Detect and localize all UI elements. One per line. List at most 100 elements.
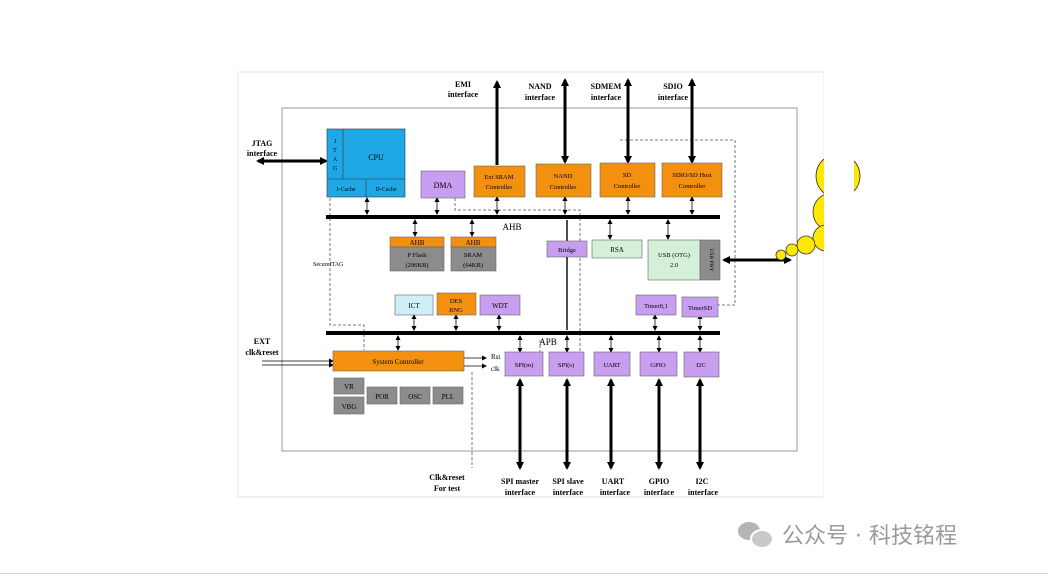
watermark: 公众号 · 科技铭程	[738, 518, 957, 550]
nand-line2: interface	[525, 93, 556, 102]
external-labels: EMI interface NAND interface SDMEM inter…	[245, 80, 718, 497]
spi-master-block: SPI(m)	[504, 351, 544, 377]
spis-if-line2: interface	[553, 488, 584, 497]
bottom-interface-arrows	[516, 378, 704, 470]
sram-size: (64KB)	[463, 262, 483, 269]
cpu-jtag-t: T	[333, 148, 337, 154]
top-interface-arrows	[493, 78, 696, 165]
sdio-line1: SDIO	[663, 82, 683, 91]
por-label: POR	[375, 393, 389, 401]
osc-label: OSC	[408, 393, 422, 401]
timersd-block: TimerSD	[681, 296, 719, 318]
apb-bus	[326, 331, 720, 335]
gpio-if-line1: GPIO	[649, 477, 669, 486]
dma-block: DMA	[420, 170, 466, 199]
sram-name: SRAM	[464, 252, 483, 259]
timersd-label: TimerSD	[688, 305, 712, 312]
bridge-block: Bridge	[546, 240, 588, 258]
securejtag-label: SecureJTAG	[313, 262, 344, 268]
emi-line2: interface	[448, 90, 479, 99]
system-controller-block: System Controller	[332, 350, 465, 372]
uart-if-line1: UART	[602, 477, 625, 486]
pflash-ahb: AHB	[410, 239, 425, 247]
analog-blocks: VR VBG POR OSC PLL	[333, 377, 464, 415]
chip-boundary	[281, 107, 798, 452]
pflash-size: (296KB)	[405, 262, 428, 269]
usb-phy-label: USB PHY	[708, 248, 714, 271]
wechat-icon	[738, 520, 774, 549]
pll-label: PLL	[442, 393, 454, 401]
nand-controller: NAND Controller	[535, 163, 592, 198]
sram-ahb: AHB	[466, 239, 481, 247]
ext-line1: EXT	[254, 337, 271, 346]
cpu-label: CPU	[368, 153, 384, 162]
uart-if-line2: interface	[600, 488, 631, 497]
dcache-label: D-Cache	[375, 187, 397, 193]
cpu-jtag-a: A	[333, 157, 338, 163]
uart-label: UART	[603, 362, 620, 369]
sdmem-line1: SDMEM	[591, 82, 622, 91]
cpu-jtag-g: G	[333, 166, 338, 172]
dma-label: DMA	[434, 181, 453, 190]
vbg-label: VBG	[342, 403, 357, 411]
pflash-block: AHB P Flash (296KB)	[389, 236, 445, 272]
ahb-bus	[326, 215, 720, 219]
rsa-label: RSA	[610, 246, 624, 254]
bus-links	[364, 196, 703, 353]
usb-otg-block: USB (OTG) 2.0 USB PHY	[647, 239, 721, 281]
sdio-line2: interface	[658, 93, 689, 102]
sdio-ctrl-line2: Controller	[679, 183, 707, 190]
nand-ctrl-line2: Controller	[550, 184, 578, 191]
des-rng-block: DES RNG	[436, 292, 477, 316]
cpu-block: CPU J T A G I-Cache D-Cache	[326, 128, 406, 198]
timer01-label: Timer0,1	[644, 303, 668, 310]
nand-ctrl-line1: NAND	[554, 173, 573, 180]
usb-line1: USB (OTG)	[658, 252, 690, 259]
dashed-connections	[329, 139, 736, 468]
spis-if-line1: SPI slave	[552, 477, 584, 486]
rsa-block: RSA	[591, 239, 643, 259]
figure-panel	[237, 71, 825, 498]
gpio-if-line2: interface	[644, 488, 675, 497]
usb-line2: 2.0	[670, 262, 678, 269]
cpu-jtag-j: J	[334, 139, 337, 145]
clk-label: clk	[491, 365, 500, 373]
ict-block: ICT	[394, 294, 434, 316]
ahb-label: AHB	[502, 222, 521, 232]
sd-ctrl-line2: Controller	[614, 183, 642, 190]
jtag-line1: JTAG	[252, 139, 273, 148]
watermark-text: 公众号 · 科技铭程	[782, 524, 957, 549]
spim-if-line2: interface	[505, 488, 536, 497]
sdio-ctrl-line1: SDIO/SD Host	[672, 172, 711, 179]
clktest-line2: For test	[434, 484, 461, 493]
ext-sram-controller: Ext SRAM Controller	[473, 165, 526, 198]
i2c-if-line2: interface	[688, 488, 719, 497]
right-crop-mask	[824, 72, 854, 502]
des-label: DES	[450, 298, 463, 305]
emi-line1: EMI	[455, 80, 471, 89]
spi-slave-block: SPI(s)	[548, 351, 585, 377]
apb-label: APB	[539, 337, 557, 347]
sdio-sd-host-controller: SDIO/SD Host Controller	[661, 162, 723, 198]
ext-sram-line1: Ext SRAM	[484, 174, 513, 181]
timer01-block: Timer0,1	[635, 294, 677, 316]
ict-label: ICT	[408, 302, 420, 310]
sdmem-line2: interface	[591, 93, 622, 102]
nand-line1: NAND	[528, 82, 551, 91]
spim-label: SPI(m)	[515, 362, 534, 369]
i2c-label: I2C	[696, 362, 706, 369]
sd-ctrl-line1: SD	[623, 172, 632, 179]
bottom-divider	[0, 573, 1048, 574]
pflash-name: P Flash	[407, 252, 427, 259]
vr-label: VR	[344, 383, 354, 391]
clktest-line1: Clk&reset	[429, 473, 465, 482]
uart-block: UART	[593, 351, 631, 377]
ext-arrows	[262, 355, 487, 369]
sysctrl-label: System Controller	[372, 358, 424, 366]
sd-controller: SD Controller	[599, 162, 656, 198]
spis-label: SPI(s)	[558, 362, 574, 369]
rst-label: Rst	[491, 353, 500, 361]
i2c-block: I2C	[683, 351, 720, 378]
wdt-label: WDT	[492, 302, 509, 310]
